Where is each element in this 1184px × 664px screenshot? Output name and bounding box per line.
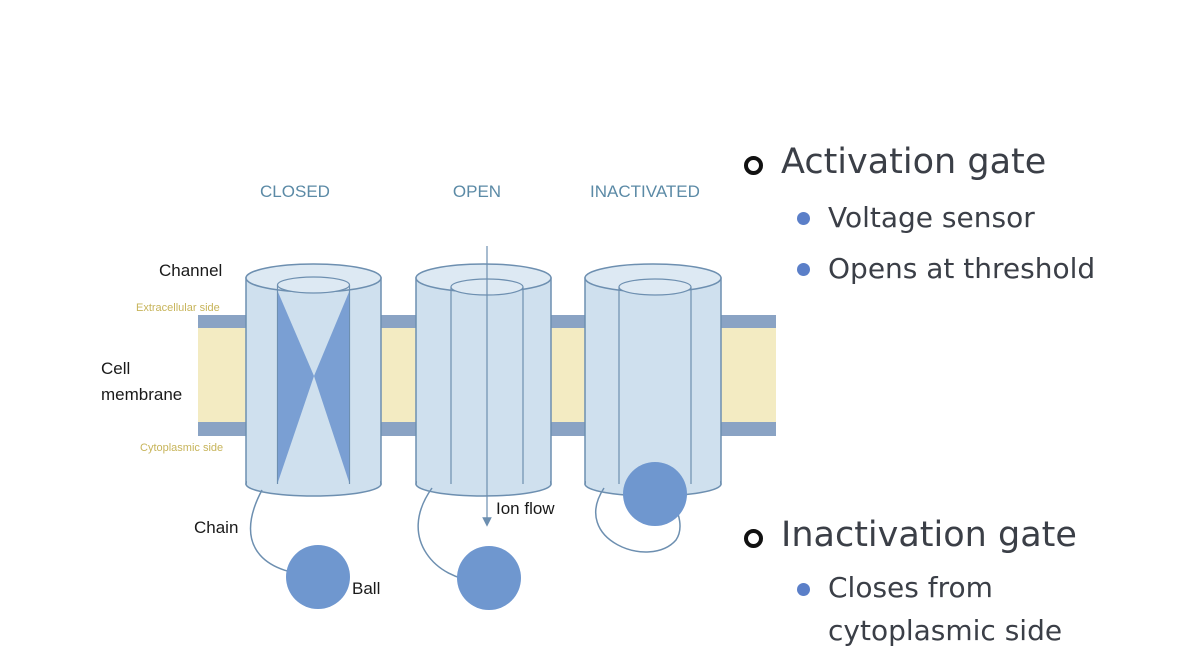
ball-closed [286,545,350,609]
chain-inactivated [595,487,681,553]
activation-gate-closed [278,292,314,482]
ball-open [457,546,521,610]
label-cell-membrane-2: membrane [101,385,182,404]
state-label-inactivated: INACTIVATED [590,182,700,201]
label-ion-flow: Ion flow [496,499,555,518]
ball-inactivated [623,462,687,526]
channel-open [415,246,552,610]
channel-inactivated [584,263,722,553]
label-ball: Ball [352,579,380,598]
channel-closed [245,263,382,609]
label-cell-membrane-1: Cell [101,359,130,378]
label-chain: Chain [194,518,238,537]
state-label-closed: CLOSED [260,182,330,201]
label-cytoplasmic: Cytoplasmic side [140,442,223,454]
label-extracellular: Extracellular side [136,302,220,314]
label-channel: Channel [159,261,222,280]
state-label-open: OPEN [453,182,501,201]
